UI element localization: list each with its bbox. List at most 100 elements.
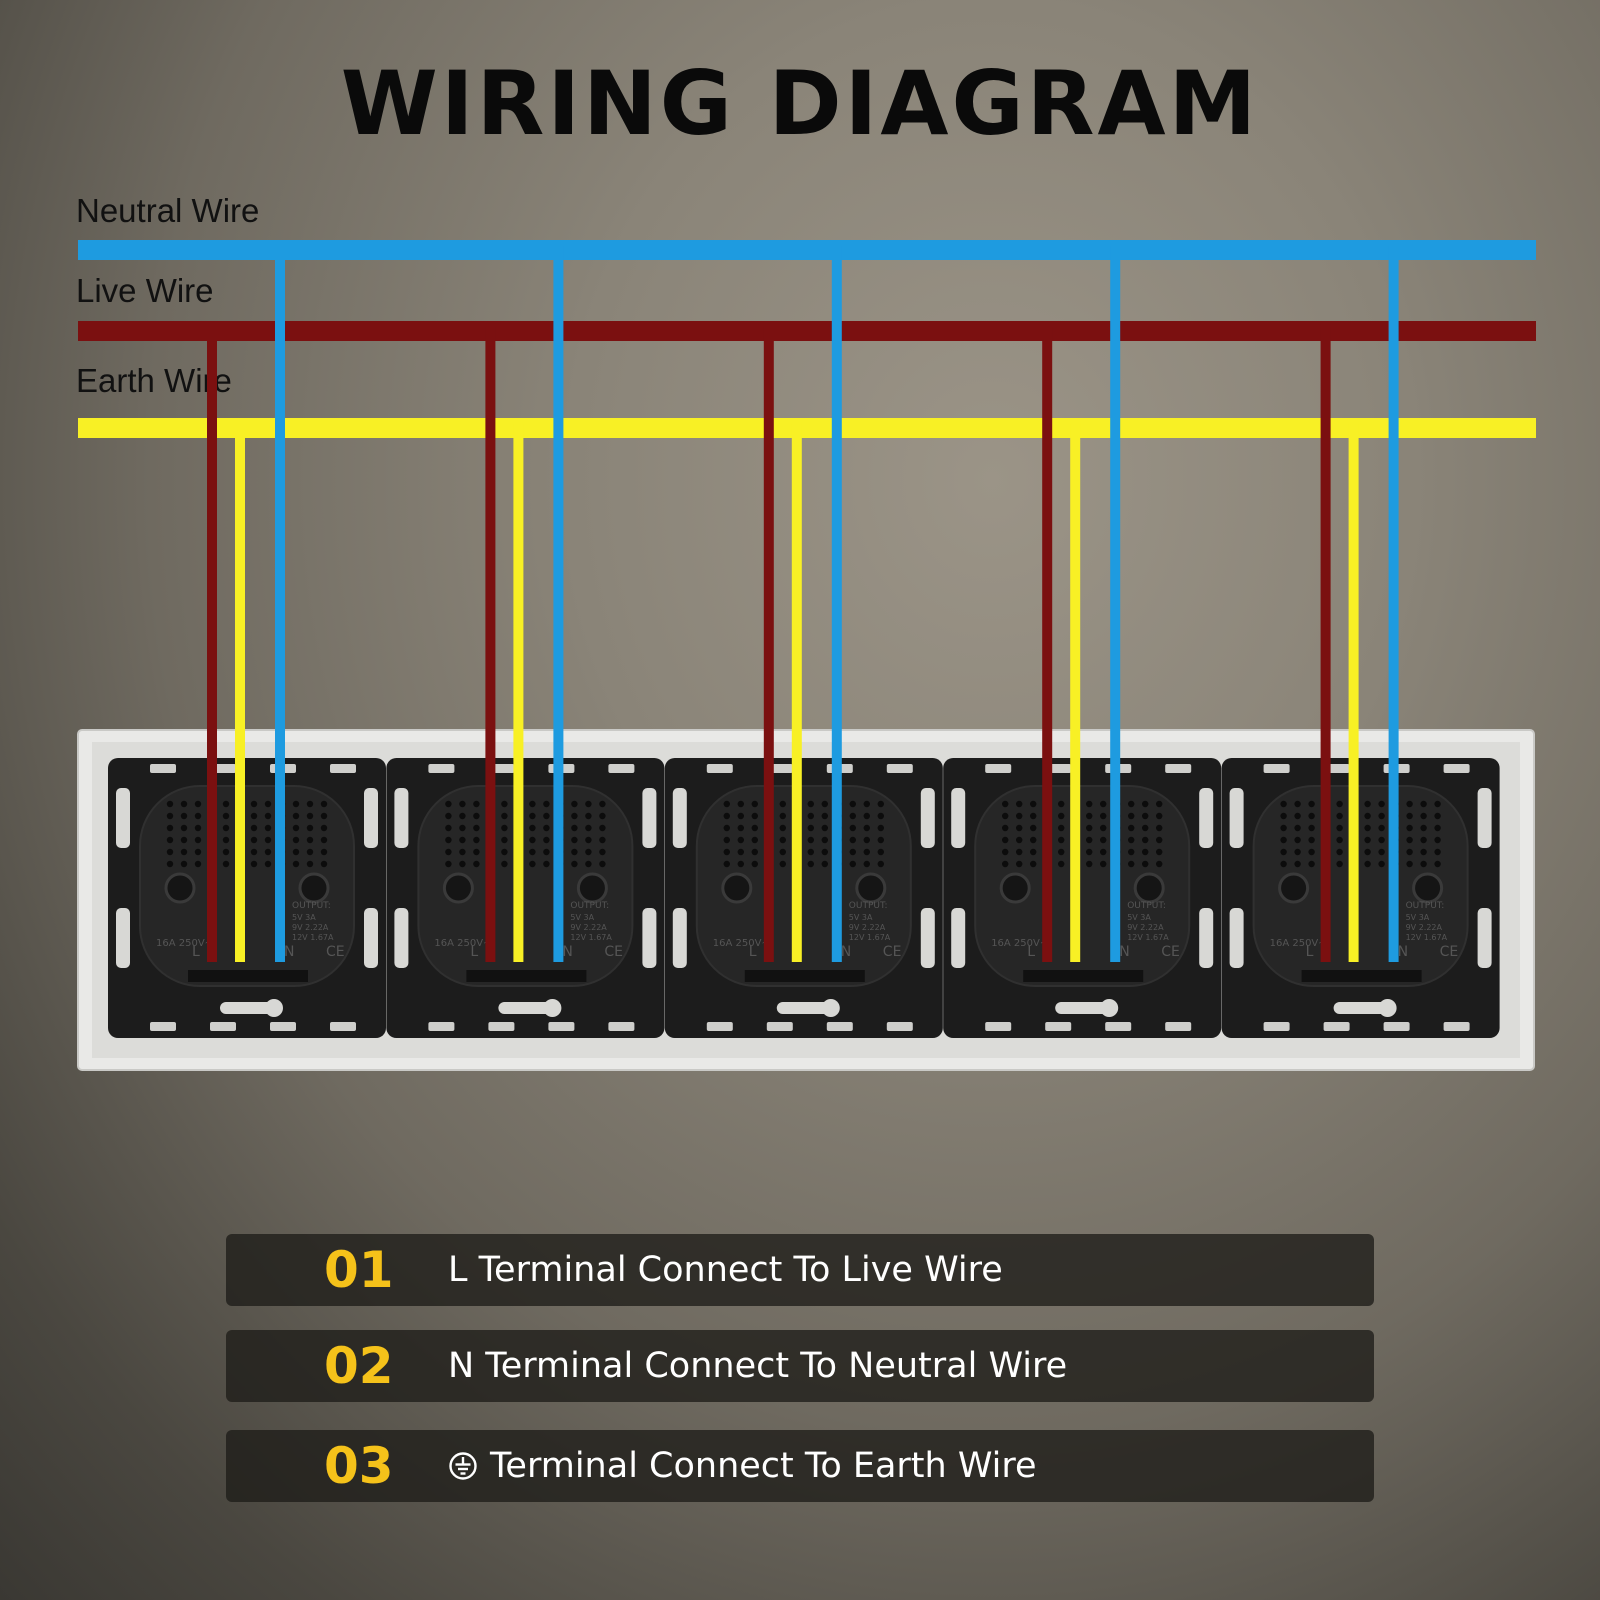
vent-hole <box>585 836 592 844</box>
bottom-slot <box>776 1002 831 1014</box>
screw-left <box>442 872 474 904</box>
bottom-slot <box>220 1002 274 1014</box>
live-bus <box>78 321 1536 341</box>
side-clip <box>394 788 409 848</box>
vent-hole <box>1002 848 1009 856</box>
vent-hole <box>194 800 202 808</box>
neutral-wire-label: Neutral Wire <box>76 192 260 229</box>
screw-right <box>1412 872 1444 904</box>
vent-hole <box>320 860 328 868</box>
bottom-slot-knob <box>265 999 283 1017</box>
vent-hole <box>1378 812 1385 820</box>
vent-hole <box>1086 824 1093 832</box>
vent-hole <box>1364 800 1371 808</box>
bottom-tab <box>150 1022 176 1031</box>
print-output-line: 5V 3A <box>1127 913 1151 922</box>
neutral-bus <box>78 240 1536 260</box>
top-tab <box>1443 764 1470 773</box>
vent-hole <box>445 824 452 832</box>
vent-hole <box>1100 812 1107 820</box>
vent-hole <box>306 812 314 820</box>
vent-hole <box>473 824 480 832</box>
vent-hole <box>877 824 884 832</box>
vent-hole <box>166 836 174 844</box>
vent-hole <box>166 848 174 856</box>
socket-housing <box>139 785 355 987</box>
print-output-line: 12V 1.67A <box>1127 933 1169 942</box>
vent-hole <box>779 848 786 856</box>
bottom-tab <box>1105 1022 1132 1031</box>
vent-hole <box>320 836 328 844</box>
print-terminal-l: L <box>470 944 478 960</box>
print-terminal-n: N <box>562 944 572 960</box>
print-ce-mark: CE <box>1161 944 1180 960</box>
vent-hole <box>1100 848 1107 856</box>
print-output-line: 9V 2.22A <box>1406 923 1443 932</box>
vent-hole <box>1308 848 1315 856</box>
wire-buses <box>78 240 1536 438</box>
neutral-drop-1 <box>275 246 285 962</box>
vent-hole <box>599 848 606 856</box>
bottom-slot-knob <box>821 999 840 1017</box>
vent-hole <box>543 860 550 868</box>
vent-hole <box>1378 860 1385 868</box>
vent-hole <box>1280 836 1287 844</box>
screw-left <box>721 872 753 904</box>
print-terminal-l: L <box>1027 944 1035 960</box>
vent-hole <box>501 848 508 856</box>
socket-housing <box>974 785 1191 987</box>
vent-hole <box>445 848 452 856</box>
vent-hole <box>1280 848 1287 856</box>
print-output-line: 12V 1.67A <box>849 933 891 942</box>
vent-hole <box>1294 836 1301 844</box>
vent-hole <box>751 836 758 844</box>
vent-hole <box>250 860 258 868</box>
vent-hole <box>1142 836 1149 844</box>
live-drop-5 <box>1320 327 1331 962</box>
print-output-line: 5V 3A <box>1406 913 1430 922</box>
bottom-slot-knob <box>1378 999 1397 1017</box>
vent-hole <box>585 812 592 820</box>
vent-hole <box>821 848 828 856</box>
vent-hole <box>1294 800 1301 808</box>
vent-hole <box>1058 824 1065 832</box>
vent-hole <box>1030 848 1037 856</box>
vent-hole <box>166 812 174 820</box>
print-terminal-n: N <box>1119 944 1129 960</box>
vent-hole <box>222 824 230 832</box>
bottom-tab <box>428 1022 455 1031</box>
bottom-tab <box>826 1022 853 1031</box>
side-clip <box>642 788 657 848</box>
vent-hole <box>306 860 314 868</box>
vent-hole <box>849 824 856 832</box>
side-clip <box>1229 788 1244 848</box>
vent-hole <box>1308 836 1315 844</box>
vent-hole <box>166 860 174 868</box>
vent-hole <box>1002 800 1009 808</box>
vent-hole <box>849 836 856 844</box>
vent-hole <box>1002 812 1009 820</box>
vent-hole <box>863 860 870 868</box>
bottom-tab <box>488 1022 515 1031</box>
bottom-tab <box>1443 1022 1470 1031</box>
neutral-drop-4 <box>1110 246 1121 962</box>
vent-hole <box>599 800 606 808</box>
vent-hole <box>1016 824 1023 832</box>
print-terminal-l: L <box>192 944 200 960</box>
vent-hole <box>543 848 550 856</box>
print-output-line: 9V 2.22A <box>570 923 607 932</box>
vent-hole <box>585 824 592 832</box>
top-tab <box>706 764 733 773</box>
vent-hole <box>571 836 578 844</box>
vent-hole <box>250 800 258 808</box>
socket-housing <box>417 785 634 987</box>
socket-housing <box>1252 785 1469 987</box>
bottom-tab <box>1263 1022 1290 1031</box>
vent-hole <box>849 800 856 808</box>
legend-number-1: 01 <box>324 1241 394 1299</box>
vent-hole <box>1420 812 1427 820</box>
vent-hole <box>863 848 870 856</box>
bottom-tab <box>608 1022 635 1031</box>
